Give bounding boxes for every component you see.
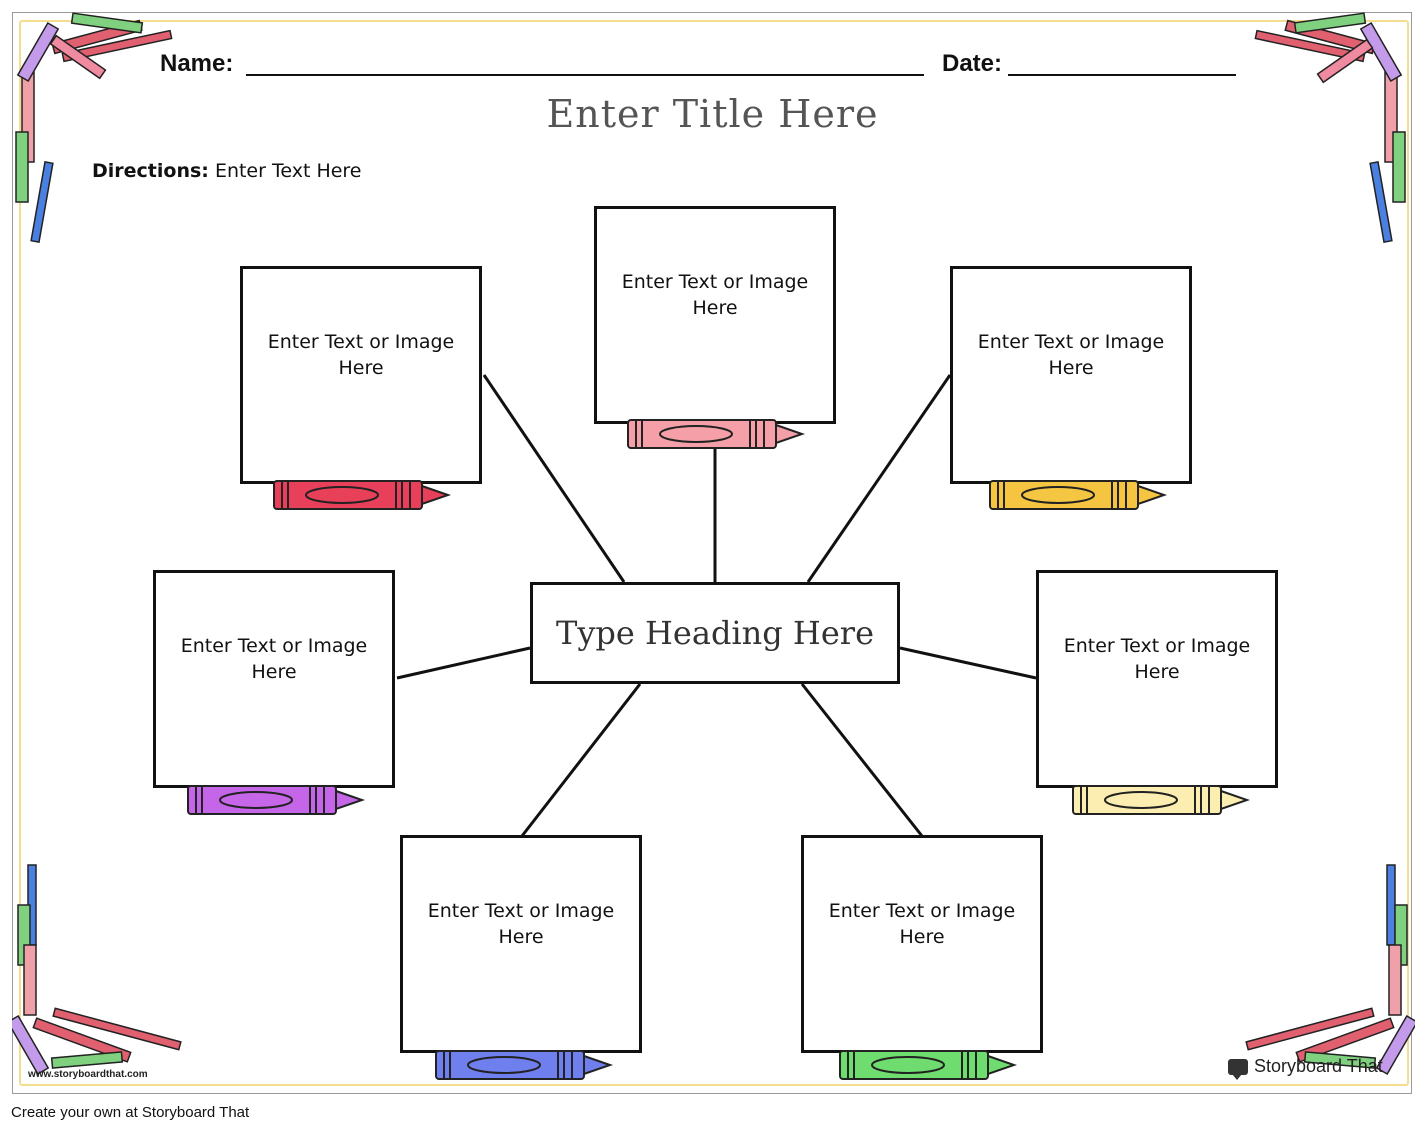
decorative-frame <box>19 20 1409 1086</box>
name-label: Name: <box>160 50 234 77</box>
corner-crayons-bottom-left <box>12 864 182 1076</box>
corner-crayons-bottom-right <box>1245 864 1415 1076</box>
text-box-top-left[interactable]: Enter Text or Image Here <box>240 266 482 484</box>
directions-label: Directions: <box>92 160 209 182</box>
crayon-icon <box>435 1050 614 1080</box>
crayon-icon <box>627 419 806 449</box>
center-heading-box[interactable]: Type Heading Here <box>530 582 900 684</box>
box-text: Enter Text or Image Here <box>977 331 1165 379</box>
create-link[interactable]: Create your own at Storyboard That <box>11 1104 250 1121</box>
text-box-bottom-left[interactable]: Enter Text or Image Here <box>400 835 642 1053</box>
directions-text: Enter Text Here <box>214 160 362 182</box>
connector-bottom-right <box>800 683 924 837</box>
text-box-right[interactable]: Enter Text or Image Here <box>1036 570 1278 788</box>
connector-bottom-left <box>520 683 642 837</box>
page-title[interactable]: Enter Title Here <box>546 92 879 136</box>
crayon-icon <box>273 480 452 510</box>
connector-right <box>899 646 1037 680</box>
box-text: Enter Text or Image Here <box>180 635 368 683</box>
crayon-icon <box>839 1050 1018 1080</box>
date-line[interactable] <box>1008 74 1236 76</box>
corner-crayons-top-right <box>1254 12 1406 243</box>
text-box-top-right[interactable]: Enter Text or Image Here <box>950 266 1192 484</box>
text-box-bottom-right[interactable]: Enter Text or Image Here <box>801 835 1043 1053</box>
date-label: Date: <box>942 50 1003 77</box>
box-text: Enter Text or Image Here <box>828 900 1016 948</box>
storyboard-brand[interactable]: Storyboard That <box>1228 1056 1383 1080</box>
text-box-left[interactable]: Enter Text or Image Here <box>153 570 395 788</box>
crayon-icon <box>187 785 366 815</box>
box-text: Enter Text or Image Here <box>1063 635 1251 683</box>
connector-top-right <box>806 374 952 583</box>
text-box-top[interactable]: Enter Text or Image Here <box>594 206 836 424</box>
directions[interactable]: Directions: Enter Text Here <box>92 160 362 182</box>
speech-bubble-icon <box>1228 1058 1248 1080</box>
box-text: Enter Text or Image Here <box>427 900 615 948</box>
connector-left <box>396 646 531 680</box>
brand-label: Storyboard That <box>1254 1056 1383 1076</box>
corner-crayons-top-left <box>15 12 173 243</box>
worksheet-page <box>12 12 1412 1094</box>
box-text: Enter Text or Image Here <box>267 331 455 379</box>
crayon-icon <box>1072 785 1251 815</box>
name-line[interactable] <box>246 74 924 76</box>
connector-top-left <box>482 374 626 583</box>
footer-url[interactable]: www.storyboardthat.com <box>28 1069 148 1080</box>
box-text: Enter Text or Image Here <box>621 271 809 319</box>
crayon-icon <box>989 480 1168 510</box>
